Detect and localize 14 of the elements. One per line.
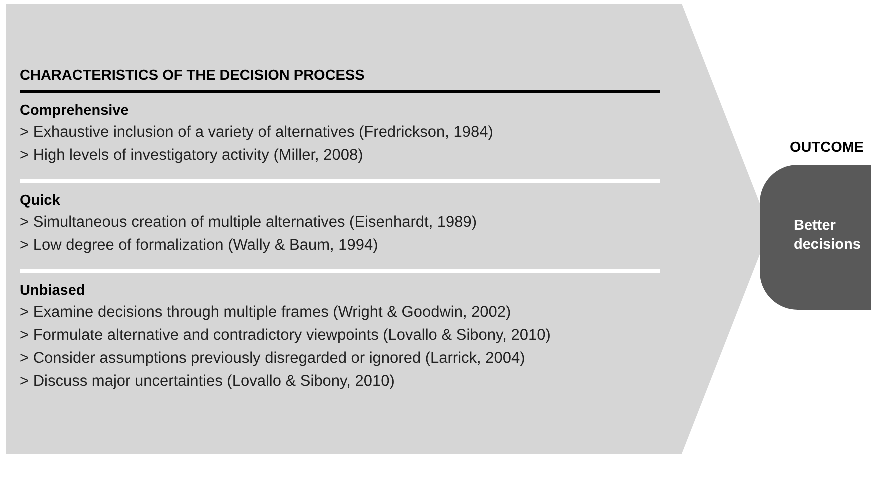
section-heading: Quick: [20, 193, 62, 209]
bullet-item: > Consider assumptions previously disregarded or ignored (Larrick, 2004): [20, 349, 526, 369]
bullet-item: > Examine decisions through multiple frames (Wright & Goodwin, 2002): [20, 303, 512, 323]
panel-heading: CHARACTERISTICS OF THE DECISION PROCESS: [20, 68, 660, 93]
outcome-heading: OUTCOME: [790, 140, 864, 156]
bullet-item: > High levels of investigatory activity (Miller, 2008): [20, 146, 364, 166]
bullet-item: > Simultaneous creation of multiple alternatives (Eisenhardt, 1989): [20, 213, 478, 233]
outcome-text: Better decisions: [794, 217, 862, 255]
bullet-item: > Discuss major uncertainties (Lovallo & Sibony, 2010): [20, 372, 396, 392]
bullet-item: > Low degree of formalization (Wally & Baum, 1994): [20, 236, 380, 256]
section-heading: Comprehensive: [20, 103, 130, 119]
bullet-item: > Formulate alternative and contradictory viewpoints (Lovallo & Sibony, 2010): [20, 326, 552, 346]
bullet-item: > Exhaustive inclusion of a variety of alternatives (Fredrickson, 1984): [20, 123, 494, 143]
section-heading: Unbiased: [20, 283, 86, 299]
